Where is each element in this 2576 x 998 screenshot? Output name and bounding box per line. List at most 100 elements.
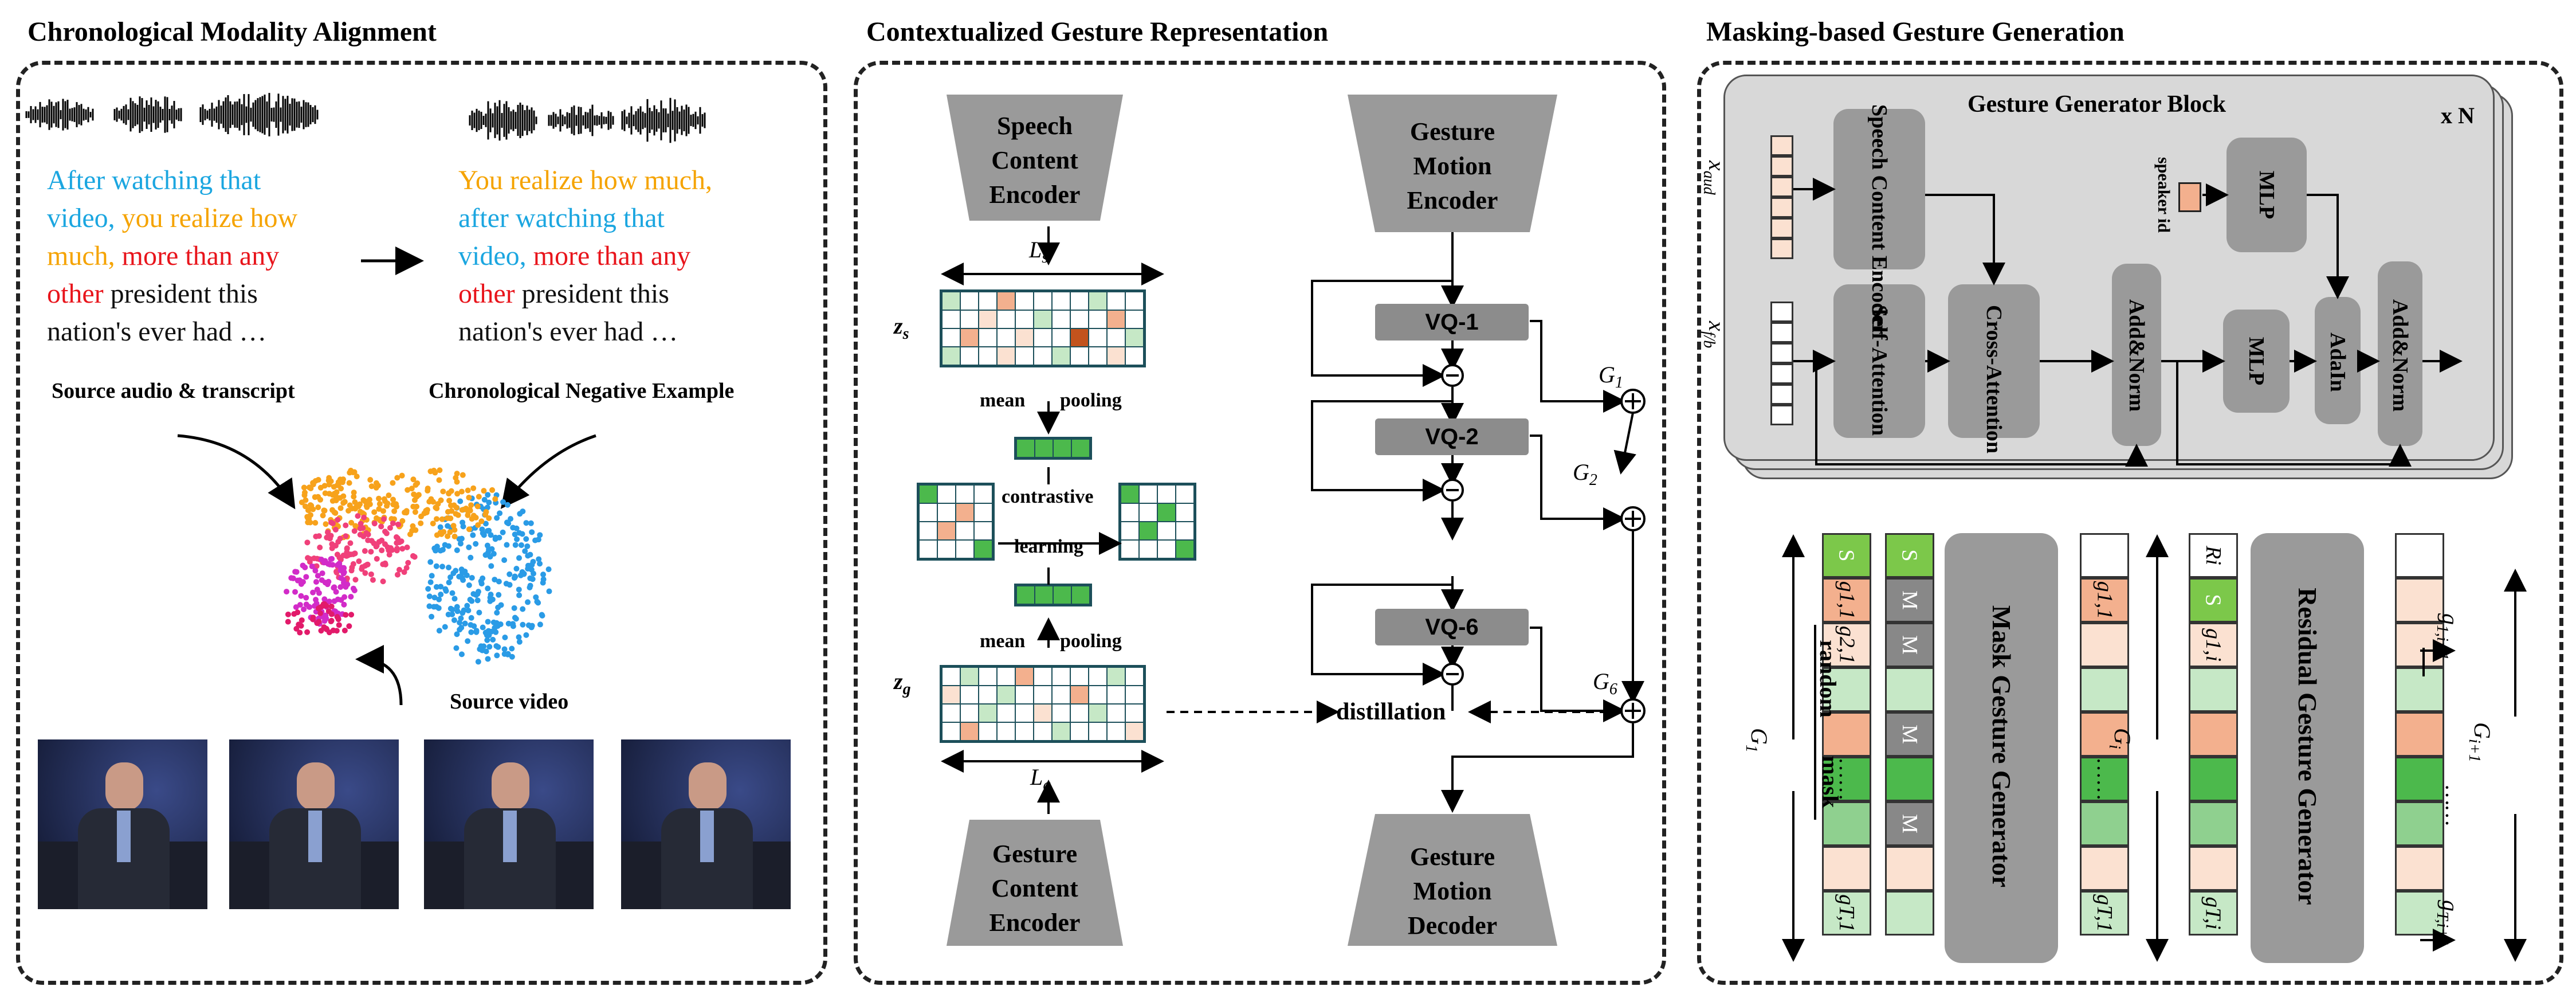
grid-cell <box>1125 704 1144 722</box>
scatter-point <box>368 549 374 555</box>
token-cell <box>1822 712 1871 757</box>
negative-arrow <box>500 434 596 509</box>
scatter-point <box>433 584 439 590</box>
scatter-point <box>460 519 466 526</box>
mask-generator-box <box>1945 533 2058 963</box>
scatter-point <box>303 601 309 608</box>
negative-line: You realize how much, <box>458 162 712 199</box>
scatter-point <box>494 652 500 659</box>
token-cell <box>1885 846 1934 891</box>
scatter-point <box>401 569 407 576</box>
scatter-point <box>317 484 324 491</box>
scatter-point <box>393 534 399 541</box>
source-segment: more than any <box>121 241 280 271</box>
scatter-point <box>476 494 482 500</box>
contrastive-label: contrastive <box>1002 486 1094 507</box>
cross-attention-box <box>1948 284 2040 438</box>
audio-token <box>1770 238 1793 259</box>
token-cell: gT,i <box>2189 891 2238 936</box>
scatter-point <box>494 623 501 629</box>
grid-cell <box>1107 722 1125 741</box>
grid-cell <box>960 667 979 686</box>
scatter-point <box>391 508 398 514</box>
scatter-point <box>384 500 391 507</box>
grid-cell <box>1121 485 1139 503</box>
scatter-point <box>340 500 347 506</box>
scatter-point <box>382 541 388 547</box>
presenter-head <box>689 762 727 811</box>
grid-cell <box>942 347 960 365</box>
gesture-content-encoder-trapezoid <box>947 820 1123 946</box>
grid-cell <box>1089 704 1107 722</box>
zg-grid <box>940 665 1146 743</box>
grid-cell <box>1052 686 1070 704</box>
scatter-point <box>333 589 339 595</box>
token-cell <box>2189 667 2238 712</box>
gesture-content-encoder-label: Gesture Content Encoder <box>989 840 1081 937</box>
scatter-point <box>488 592 494 598</box>
scatter-point <box>341 601 347 608</box>
scatter-point <box>479 526 485 533</box>
token-cell <box>2189 757 2238 801</box>
source-segment: other <box>47 279 111 309</box>
scatter-point <box>351 490 357 496</box>
scatter-point <box>513 566 520 572</box>
grid-cell <box>1034 667 1052 686</box>
scatter-point <box>496 578 502 585</box>
gesture-token <box>1770 343 1793 363</box>
scatter-point <box>458 615 464 621</box>
scatter-point <box>512 531 518 538</box>
scatter-point <box>368 483 375 490</box>
scatter-point <box>496 534 502 541</box>
grid-cell <box>1015 310 1034 328</box>
scatter-point <box>468 622 474 628</box>
scatter-point <box>394 475 400 481</box>
scatter-point <box>500 499 506 505</box>
audio-token <box>1770 156 1793 177</box>
scatter-point <box>434 505 440 511</box>
grid-cell <box>942 704 960 722</box>
grid-cell <box>1125 310 1144 328</box>
scatter-point <box>442 624 448 630</box>
scatter-point <box>321 507 327 514</box>
scatter-point <box>486 546 492 553</box>
scatter-point <box>429 573 435 579</box>
grid-cell <box>1052 704 1070 722</box>
token-cell <box>2395 578 2444 623</box>
scatter-point <box>465 638 471 644</box>
scatter-point <box>371 509 378 515</box>
scatter-point <box>530 570 536 577</box>
grid-cell <box>1089 310 1107 328</box>
video-frame <box>38 739 207 909</box>
scatter-point <box>493 629 499 635</box>
scatter-point <box>319 577 325 583</box>
scatter-point <box>371 520 378 527</box>
grid-cell <box>974 485 992 503</box>
scatter-point <box>367 477 374 483</box>
scatter-point <box>349 506 355 512</box>
grid-cell <box>1070 686 1089 704</box>
grid-cell <box>1034 310 1052 328</box>
grid-cell <box>942 292 960 310</box>
scatter-point <box>430 499 436 505</box>
scatter-point <box>332 527 339 533</box>
grid-cell <box>997 347 1015 365</box>
scatter-point <box>308 503 315 509</box>
scatter-point <box>447 605 454 612</box>
scatter-point <box>337 476 343 483</box>
scatter-point <box>454 479 460 485</box>
motion-decoder-label: Gesture Motion Decoder <box>1407 843 1498 940</box>
token-cell: M <box>1885 578 1934 623</box>
scatter-point <box>304 539 311 546</box>
grid-cell <box>1157 540 1176 558</box>
scatter-point <box>340 493 347 499</box>
grid-cell <box>1034 292 1052 310</box>
grid-cell <box>979 667 997 686</box>
grid-cell <box>1107 667 1125 686</box>
scatter-point <box>398 538 405 545</box>
video-frame <box>621 739 791 909</box>
scatter-point <box>523 536 529 542</box>
scatter-point <box>405 487 411 493</box>
gesture-token <box>1770 322 1793 343</box>
scatter-point <box>370 577 376 583</box>
